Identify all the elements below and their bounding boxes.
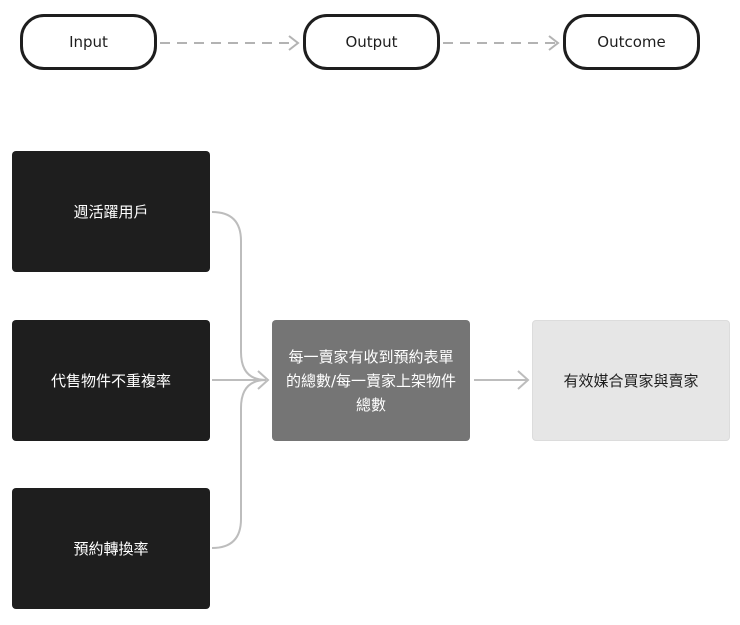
header-dashed-arrow-1 (160, 35, 300, 51)
input-stage-text: Input (69, 33, 108, 51)
connector-input-1 (211, 211, 267, 381)
input-stage-label: Input (20, 14, 157, 70)
outcome-box: 有效媒合買家與賣家 (532, 320, 730, 441)
outcome-box-label: 有效媒合買家與賣家 (563, 371, 699, 390)
input-box-label: 代售物件不重複率 (50, 371, 171, 390)
connector-arrowhead-to-output (257, 370, 270, 390)
header-dashed-arrow-2 (443, 35, 560, 51)
connector-output-to-outcome (474, 370, 530, 390)
output-box: 每一賣家有收到預約表單的總數/每一賣家上架物件總數 (272, 320, 470, 441)
input-box-booking-conversion-rate: 預約轉換率 (12, 488, 210, 609)
input-box-label: 週活躍用戶 (73, 202, 149, 221)
outcome-stage-label: Outcome (563, 14, 700, 70)
connector-input-3 (211, 379, 267, 549)
input-box-unique-listing-rate: 代售物件不重複率 (12, 320, 210, 441)
output-stage-label: Output (303, 14, 440, 70)
input-box-label: 預約轉換率 (73, 539, 149, 558)
output-box-label: 每一賣家有收到預約表單的總數/每一賣家上架物件總數 (285, 347, 457, 414)
input-box-weekly-active-users: 週活躍用戶 (12, 151, 210, 272)
output-stage-text: Output (345, 33, 398, 51)
outcome-stage-text: Outcome (597, 33, 666, 51)
